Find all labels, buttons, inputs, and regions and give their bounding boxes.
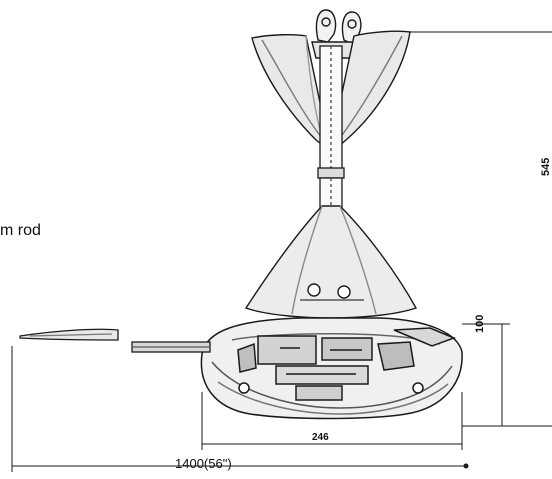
body-width-label: 246 xyxy=(312,432,329,443)
overall-width-label: 1400(56") xyxy=(175,456,232,471)
motor-cone-shade xyxy=(244,205,418,319)
ceiling-canopy xyxy=(251,30,411,153)
total-height-label: 545 xyxy=(540,157,552,176)
downrod-label: m rod xyxy=(0,222,41,239)
body-height-label: 100 xyxy=(474,314,486,333)
fan-blade xyxy=(19,328,211,353)
motor-housing xyxy=(200,317,463,420)
dimension-lines xyxy=(11,31,552,472)
